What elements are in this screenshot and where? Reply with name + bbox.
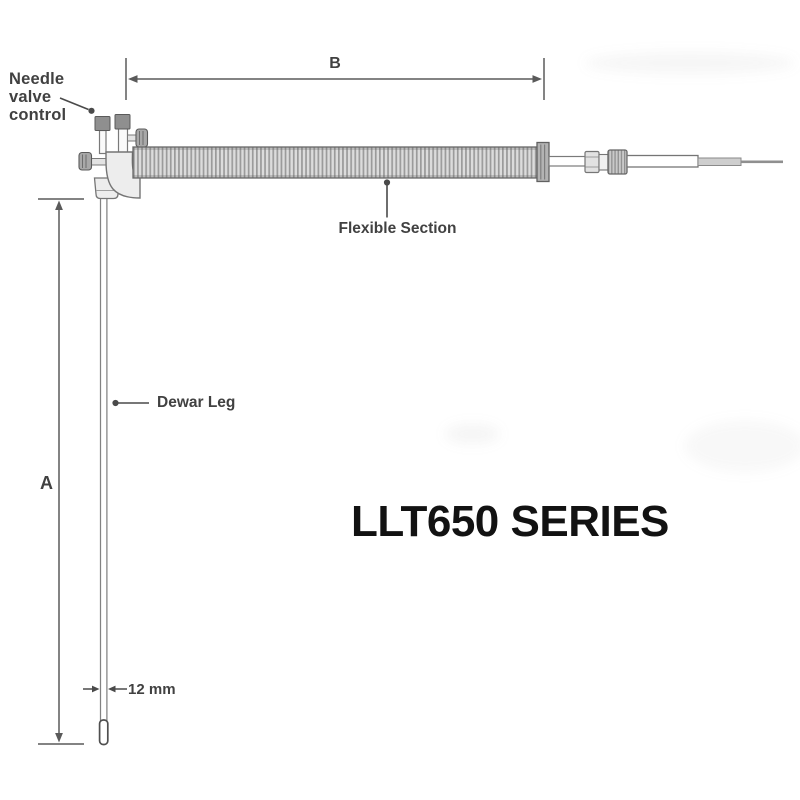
flexible-hose xyxy=(132,146,539,179)
right-valve-arm xyxy=(127,134,137,142)
dim-b-right-arrowhead-icon xyxy=(532,75,542,83)
needle-valve-label-line2: valve xyxy=(9,88,52,106)
flexible-section-label: Flexible Section xyxy=(338,220,457,237)
flexible-section-leader-dot xyxy=(383,179,391,186)
needle-valve-leader xyxy=(59,97,95,114)
needle-valve-label-line3: control xyxy=(9,106,67,124)
hex-fitting xyxy=(584,150,600,174)
left-valve-knob xyxy=(78,151,93,171)
transfer-line-assembly xyxy=(78,114,783,746)
fitting-collar xyxy=(598,153,609,171)
hose-end-cap xyxy=(536,141,550,183)
needle-valve-label: Needle valve control xyxy=(9,70,66,124)
dewar-leg-tube xyxy=(99,196,108,724)
dim-b-left-arrowhead-icon xyxy=(128,75,138,83)
dewar-leg-leader-dot xyxy=(112,399,119,407)
dimension-a-label: A xyxy=(40,473,53,493)
series-title: LLT650 SERIES xyxy=(351,497,669,546)
leg-diameter-label: 12 mm xyxy=(128,681,176,698)
dewar-leg-leader xyxy=(112,399,149,407)
dim-a-down-arrowhead-icon xyxy=(55,733,63,743)
right-valve-stem xyxy=(117,127,129,154)
knurled-coupling xyxy=(607,149,628,175)
needle-valve-label-line1: Needle xyxy=(9,70,65,88)
leg-diameter-right-arrowhead-icon xyxy=(92,685,100,693)
left-valve-arm xyxy=(90,158,108,166)
dewar-leg-tip xyxy=(98,719,109,746)
elbow-bend xyxy=(105,151,141,199)
outlet-tube-narrow xyxy=(697,157,742,166)
outlet-needle xyxy=(741,160,783,164)
outlet-tube xyxy=(626,154,699,168)
dewar-leg-label: Dewar Leg xyxy=(157,394,236,411)
dim-a-up-arrowhead-icon xyxy=(55,200,63,210)
right-valve-knob xyxy=(135,128,149,148)
needle-valve-leader-dot xyxy=(88,107,95,114)
leg-diameter-arrows xyxy=(83,685,127,693)
right-valve-cap xyxy=(114,114,131,130)
connector-tube xyxy=(548,155,587,167)
dimension-b-label: B xyxy=(329,55,341,72)
needle-valve-assembly xyxy=(78,114,149,171)
flexible-section-leader xyxy=(383,179,391,218)
left-valve-cap xyxy=(94,116,111,131)
dimension-b xyxy=(125,58,545,100)
dimension-a xyxy=(38,198,84,745)
leg-diameter-left-arrowhead-icon xyxy=(108,685,116,693)
left-valve-stem xyxy=(98,129,107,155)
